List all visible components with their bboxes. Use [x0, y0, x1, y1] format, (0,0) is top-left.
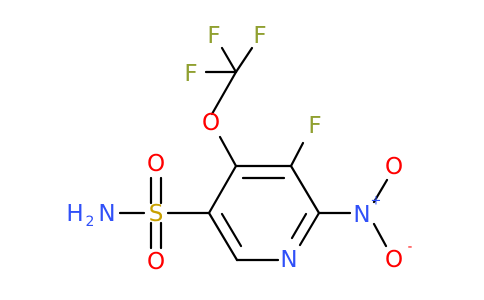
- atom-n-ring: N: [280, 247, 297, 273]
- bond-c3-f: [289, 141, 305, 168]
- bond-o-cf3: [210, 70, 238, 116]
- atom-f-top-left: F: [207, 23, 220, 49]
- atom-labels: F F F O F N N + O O - S O O H 2 N: [66, 23, 412, 275]
- atom-amine-h: H: [66, 201, 83, 227]
- atom-o-nitro-charge: -: [408, 240, 413, 255]
- atom-f-top-right: F: [253, 23, 266, 49]
- bond-c2-n1-inner: [290, 212, 308, 240]
- bond-c6-c5-inner: [220, 212, 243, 248]
- atom-o-nitro-top: O: [385, 154, 403, 180]
- bond-cf3-f-top-right: [234, 46, 254, 74]
- bond-c4-o: [218, 135, 238, 168]
- atom-n-nitro: N: [353, 202, 370, 228]
- atom-o-sulfonyl-top: O: [147, 151, 165, 177]
- bond-n-nitro-o-bottom: [372, 222, 388, 248]
- atom-f-ring: F: [308, 113, 321, 139]
- bonds: [118, 46, 389, 262]
- bond-c3-c2: [289, 164, 321, 215]
- atom-s-sulfonyl: S: [149, 201, 164, 227]
- bond-c2-n1: [298, 211, 321, 247]
- bond-c5-c4: [207, 164, 238, 215]
- bond-cf3-f-top-left: [220, 46, 238, 74]
- atom-amine-n: N: [98, 201, 115, 227]
- atom-o-sulfonyl-bottom: O: [147, 249, 165, 275]
- atom-n-nitro-charge: +: [371, 194, 382, 209]
- bond-c6-c5: [207, 211, 239, 262]
- bond-n-nitro-o-top: [372, 178, 389, 204]
- atom-f-left: F: [184, 61, 197, 87]
- atom-o-ether: O: [202, 110, 220, 136]
- atom-o-nitro-bottom: O: [385, 247, 403, 273]
- atom-amine-h-count: 2: [86, 214, 95, 230]
